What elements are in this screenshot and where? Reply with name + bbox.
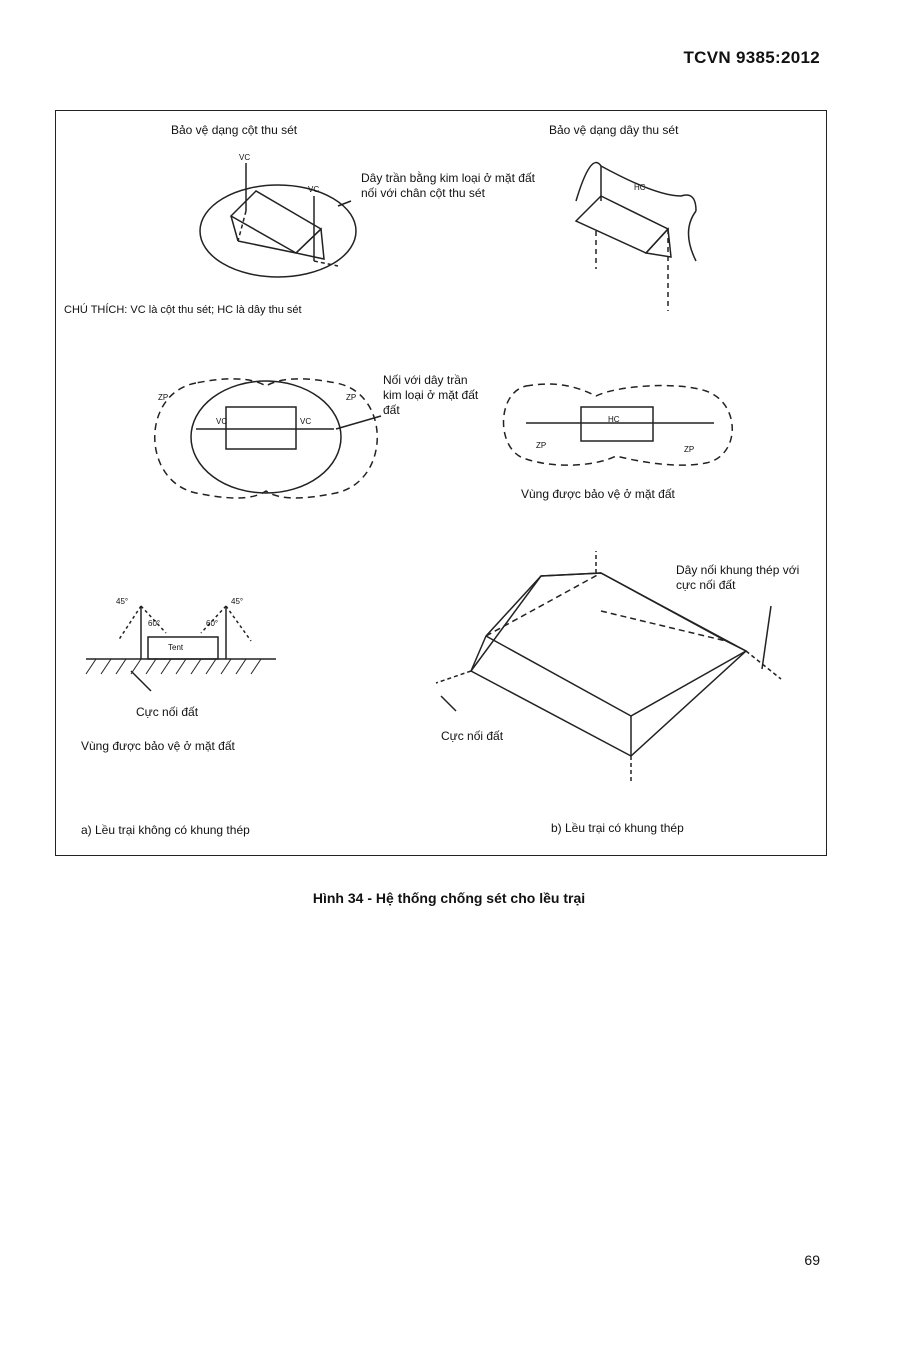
hc-label: HC [634, 183, 646, 192]
standard-code: TCVN 9385:2012 [683, 48, 820, 67]
bare-wire-note: Dây trần bằng kim loại ở mặt đất nối với… [361, 171, 535, 200]
rod-plan-view [154, 378, 382, 499]
figure-caption: Hình 34 - Hệ thống chống sét cho lều trạ… [312, 890, 586, 906]
zp-label: ZP [684, 445, 695, 454]
protected-zone-left: Vùng được bảo vệ ở mặt đất [81, 739, 235, 753]
rod-protection-sketch [199, 163, 357, 278]
vc-label: VC [239, 153, 251, 162]
ground-electrode-right: Cực nối đất [441, 729, 504, 743]
figure-note: CHÚ THÍCH: VC là cột thu sét; HC là dây … [64, 304, 302, 316]
vc-label: VC [300, 417, 312, 426]
vc-label: VC [216, 417, 228, 426]
hc-label: HC [608, 415, 620, 424]
caption-b: b) Lều trại có khung thép [551, 821, 684, 835]
top-right-title: Bảo vệ dạng dây thu sét [549, 123, 679, 137]
tent-label: Tent [168, 643, 184, 652]
figure-frame: Bảo vệ dạng cột thu sét Bảo vệ dạng dây … [55, 110, 827, 856]
page-number: 69 [804, 1252, 820, 1268]
caption-a: a) Lều trại không có khung thép [81, 823, 250, 837]
top-left-title: Bảo vệ dạng cột thu sét [171, 123, 298, 137]
figure-drawing [85, 161, 782, 783]
ground-electrode-left: Cực nối đất [136, 705, 199, 719]
zp-label: ZP [346, 393, 357, 402]
zp-label: ZP [158, 393, 169, 402]
wire-plan-view [502, 383, 733, 466]
connect-note: Nối với dây trần kim loại ở mặt đất đất [383, 373, 479, 417]
angle-60-label: 60° [206, 619, 219, 628]
steel-frame-tent-sketch [435, 551, 782, 783]
angle-45-label: 45° [231, 597, 244, 606]
vc-label: VC [308, 185, 320, 194]
steel-frame-note: Dây nối khung thép với cực nối đất [676, 563, 800, 592]
angle-60-label: 60° [148, 619, 161, 628]
angle-45-label: 45° [116, 597, 129, 606]
wire-protection-sketch [574, 161, 697, 311]
zp-label: ZP [536, 441, 547, 450]
protected-zone-right: Vùng được bảo vệ ở mặt đất [521, 487, 675, 501]
tent-section-sketch [85, 605, 276, 692]
